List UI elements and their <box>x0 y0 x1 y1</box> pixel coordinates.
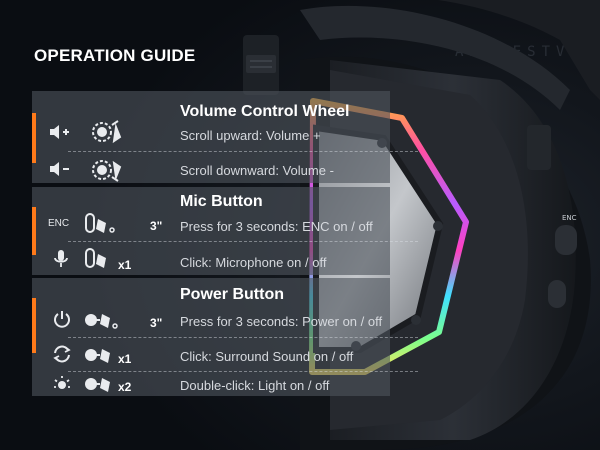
scroll-up-icon <box>90 119 126 145</box>
press-duration: 3" <box>150 316 163 330</box>
press-icon <box>80 246 120 270</box>
press-count: x1 <box>118 258 132 272</box>
device-enc-label: ENC <box>562 214 577 222</box>
row-text: Press for 3 seconds: Power on / off <box>180 314 383 329</box>
section-power-button: Power Button 3" Press for 3 seconds: Pow… <box>32 278 418 396</box>
press-count: x1 <box>118 352 132 366</box>
press-hold-icon <box>82 308 122 332</box>
section-accent <box>32 113 36 163</box>
surround-icon <box>52 344 72 364</box>
press-count: x2 <box>118 380 132 394</box>
press-icon <box>82 343 122 367</box>
section-title: Mic Button <box>180 193 263 210</box>
row-divider <box>68 151 418 152</box>
press-icon <box>82 372 122 396</box>
row-text: Double-click: Light on / off <box>180 378 330 393</box>
section-mic-button: Mic Button ENC 3" Press for 3 seconds: E… <box>32 187 418 275</box>
section-accent <box>32 207 36 255</box>
row-text: Press for 3 seconds: ENC on / off <box>180 219 373 234</box>
press-hold-icon <box>80 211 120 235</box>
section-title: Power Button <box>180 286 284 303</box>
row-divider <box>68 337 418 338</box>
press-duration: 3" <box>150 219 163 233</box>
row-text: Click: Surround Sound on / off <box>180 349 354 364</box>
scroll-down-icon <box>90 157 126 183</box>
section-volume-control: Volume Control Wheel Scroll upward: Volu… <box>32 91 418 183</box>
volume-up-icon <box>48 122 72 142</box>
row-text: Click: Microphone on / off <box>180 255 327 270</box>
light-icon <box>52 374 72 394</box>
row-text: Scroll upward: Volume + <box>180 128 321 143</box>
row-divider <box>68 241 418 242</box>
section-title: Volume Control Wheel <box>180 103 350 120</box>
enc-label: ENC <box>48 218 70 229</box>
microphone-icon <box>52 249 70 269</box>
page-title: OPERATION GUIDE <box>34 46 196 65</box>
section-accent <box>32 298 36 353</box>
volume-down-icon <box>48 159 72 179</box>
row-divider <box>68 371 418 372</box>
power-icon <box>52 309 72 329</box>
row-text: Scroll downward: Volume - <box>180 163 334 178</box>
